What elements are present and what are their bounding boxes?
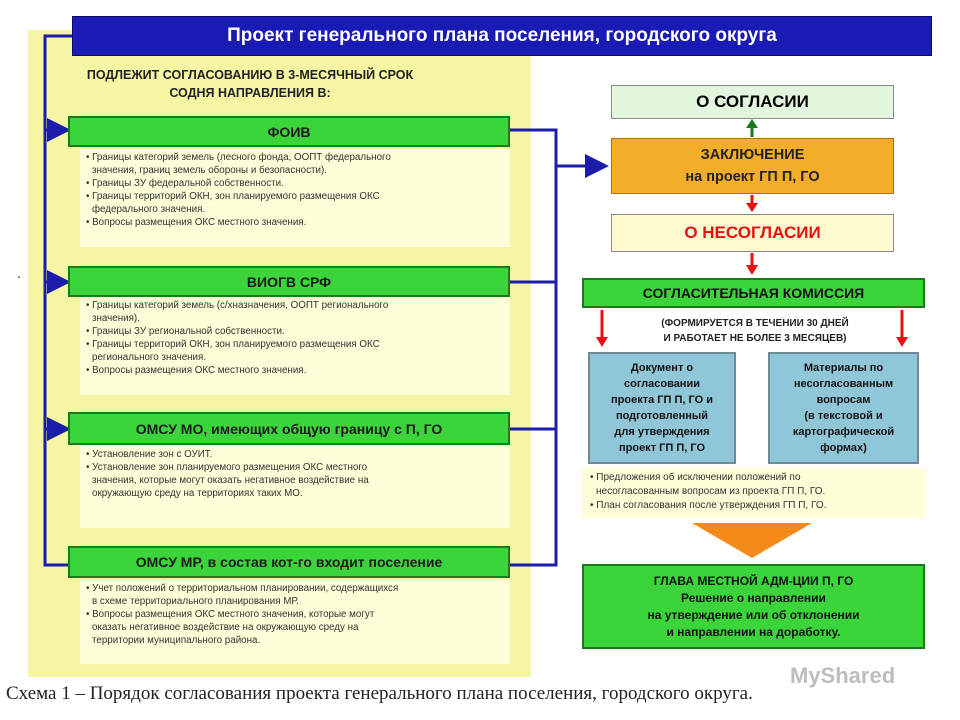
list-item: • Границы ЗУ федеральной собственности.	[86, 177, 284, 189]
list-item: федерального значения.	[92, 203, 206, 215]
materials-box: Материалы по несогласованным вопросам (в…	[768, 352, 919, 464]
section-foiv-list: • Границы категорий земель (лесного фонд…	[80, 149, 510, 247]
list-item: значения, границ земель обороны и безопа…	[92, 164, 327, 176]
list-item: • Вопросы размещения ОКС местного значен…	[86, 608, 375, 620]
header-title: Проект генерального плана поселения, гор…	[72, 16, 932, 56]
nesoglasii-box: О НЕСОГЛАСИИ	[611, 214, 894, 252]
section-omsu-mr-list: • Учет положений о территориальном плани…	[80, 580, 510, 664]
list-item: • План согласования после утверждения ГП…	[590, 500, 827, 511]
list-item: • Границы территорий ОКН, зон планируемо…	[86, 338, 380, 350]
list-item: регионального значения.	[92, 351, 207, 363]
list-item: в схеме территориального планирования МР…	[92, 595, 299, 607]
proposals-list: • Предложения об исключении положений по…	[582, 468, 925, 518]
list-item: • Вопросы размещения ОКС местного значен…	[86, 216, 307, 228]
list-item: значения).	[92, 312, 140, 324]
stray-dot: .	[17, 265, 21, 281]
komissia-note: (ФОРМИРУЕТСЯ В ТЕЧЕНИИ 30 ДНЕЙ И РАБОТАЕ…	[661, 318, 849, 344]
section-omsu-mo-header: ОМСУ МО, имеющих общую границу с П, ГО	[68, 412, 510, 445]
collector-line	[510, 128, 558, 567]
list-item: значения, которые могут оказать негативн…	[92, 474, 369, 486]
list-item: • Вопросы размещения ОКС местного значен…	[86, 364, 307, 376]
section-omsu-mr-header: ОМСУ МР, в состав кот-го входит поселени…	[68, 546, 510, 578]
left-intro-text: ПОДЛЕЖИТ СОГЛАСОВАНИЮ В 3-МЕСЯЧНЫЙ СРОК …	[86, 68, 414, 100]
komissia-box: СОГЛАСИТЕЛЬНАЯ КОМИССИЯ	[582, 278, 925, 308]
glava-box: ГЛАВА МЕСТНОЙ АДМ-ЦИИ П, ГО Решение о на…	[582, 564, 925, 649]
section-omsu-mo-list: • Установление зон с ОУИТ. • Установлени…	[80, 446, 510, 528]
left-spine-line	[43, 34, 72, 567]
document-box: Документ о согласовании проекта ГП П, ГО…	[588, 352, 736, 464]
list-item: • Границы ЗУ региональной собственности.	[86, 325, 285, 337]
list-item: территории муниципального района.	[92, 634, 261, 646]
list-item: несогласованным вопросам из проекта ГП П…	[596, 486, 826, 497]
list-item: оказать негативное воздействие на окружа…	[92, 621, 359, 633]
section-viogv-list: • Границы категорий земель (с/хназначени…	[80, 297, 510, 395]
figure-caption: Схема 1 – Порядок согласования проекта г…	[6, 683, 753, 704]
list-item: • Установление зон с ОУИТ.	[86, 449, 213, 460]
list-item: • Учет положений о территориальном плани…	[86, 583, 399, 594]
list-item: • Границы категорий земель (с/хназначени…	[86, 300, 389, 311]
zakl-box: ЗАКЛЮЧЕНИЕ на проект ГП П, ГО	[611, 138, 894, 194]
soglasii-box: О СОГЛАСИИ	[611, 85, 894, 119]
section-foiv-header: ФОИВ	[68, 116, 510, 147]
list-item: • Границы территорий ОКН, зон планируемо…	[86, 190, 380, 202]
watermark-logo: MyShared	[790, 663, 896, 688]
list-item: • Предложения об исключении положений по	[590, 472, 801, 483]
orange-down-arrow	[692, 523, 812, 558]
list-item: • Установление зон планируемого размещен…	[86, 461, 368, 473]
list-item: окружающую среду на территориях таких МО…	[92, 487, 303, 499]
list-item: • Границы категорий земель (лесного фонд…	[86, 152, 391, 163]
section-viogv-header: ВИОГВ СРФ	[68, 266, 510, 297]
